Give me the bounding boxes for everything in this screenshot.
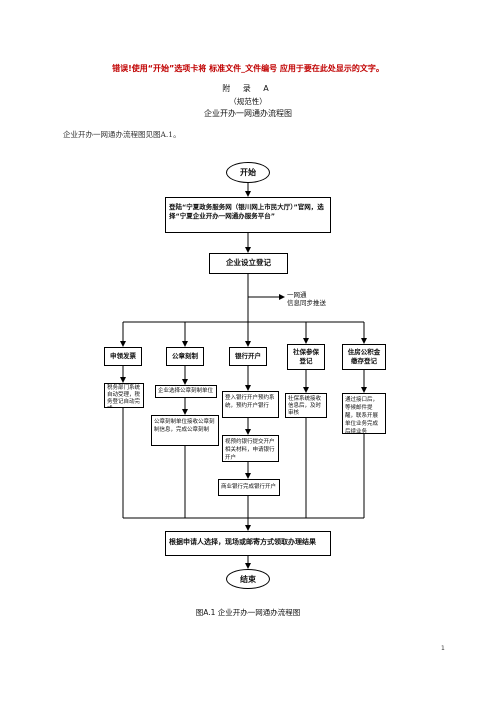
appendix-title: 企业开办一网通办流程图	[204, 109, 292, 118]
branch-housing-fund: 住房公积金缴存登记	[342, 344, 386, 370]
branch-bank: 银行开户	[229, 347, 267, 366]
page-number: 1	[441, 645, 445, 652]
error-notice: 错误!使用“开始”选项卡将 标准文件_文件编号 应用于要在此处显示的文字。	[112, 64, 384, 73]
bank-step-2: 视预约银行提交开户相关材料，申请银行开户	[222, 435, 279, 462]
seal-step-2: 公章刻制单位接收公章刻制信息，完成公章刻制	[151, 415, 219, 446]
bank-step-3: 商业银行完成银行开户	[218, 479, 280, 496]
social-security-step-1: 社保系统接收信息后，及时审核	[285, 393, 327, 418]
end-terminal: 结束	[226, 569, 270, 589]
sync-note: 一网通 信息同步推送	[287, 291, 326, 307]
login-step: 登陆“宁夏政务服务网（银川网上市民大厅）”官网，选择“宁夏企业开办一网通办服务平…	[165, 197, 331, 233]
branch-invoice: 申领发票	[104, 347, 142, 366]
start-terminal: 开始	[226, 162, 270, 183]
branch-seal: 公章刻制	[166, 347, 204, 366]
figure-caption: 图A.1 企业开办一网通办流程图	[195, 608, 301, 617]
appendix-label: 附 录 A	[222, 84, 274, 93]
normative-label: （规范性）	[229, 97, 267, 106]
housing-fund-step-1: 通过接口后，等候邮件提醒，联系开展单位业务完成后续业务	[342, 393, 386, 434]
result-step: 根据申请人选择，现场或邮寄方式领取办理结果	[165, 531, 331, 556]
intro-paragraph: 企业开办一网通办流程图见图A.1。	[63, 130, 181, 139]
bank-step-1: 登入银行开户预约系统，预约开户银行	[222, 391, 279, 418]
invoice-step-1: 税务部门系统自动受理，税务登记自动完成	[104, 383, 144, 408]
seal-step-1: 企业选择公章刻制单位	[155, 385, 217, 398]
branch-social-security: 社保参保登记	[287, 344, 325, 370]
register-step: 企业设立登记	[209, 253, 288, 274]
